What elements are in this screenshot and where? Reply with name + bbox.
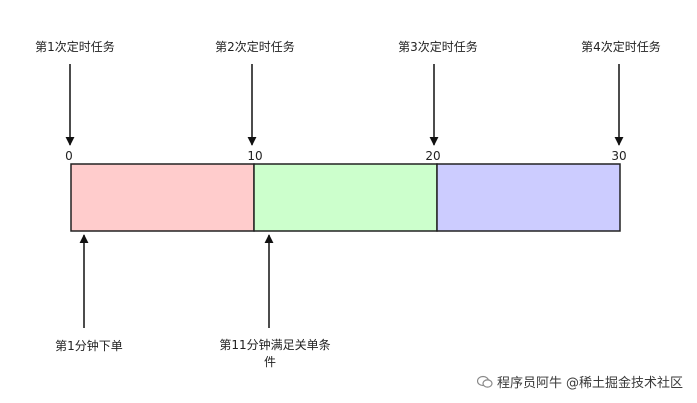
- event-label-close-line2: 件: [264, 355, 276, 369]
- timeline-segment-20-30: [436, 163, 621, 232]
- watermark: 程序员阿牛 @稀土掘金技术社区: [476, 372, 683, 391]
- tick-label-30: 30: [611, 149, 626, 163]
- tick-label-20: 20: [425, 149, 440, 163]
- task-label-2: 第2次定时任务: [215, 39, 295, 54]
- watermark-author: 程序员阿牛: [496, 376, 562, 391]
- event-label-close-line1: 第11分钟满足关单条: [219, 337, 330, 352]
- timeline-segment-0-10: [70, 163, 255, 232]
- task-label-3: 第3次定时任务: [398, 39, 478, 54]
- task-label-4: 第4次定时任务: [581, 39, 661, 54]
- watermark-community: @稀土掘金技术社区: [565, 376, 683, 391]
- event-label-order: 第1分钟下单: [55, 338, 123, 353]
- wechat-icon: [476, 375, 493, 388]
- tick-label-0: 0: [65, 149, 73, 163]
- task-label-1: 第1次定时任务: [35, 39, 115, 54]
- tick-label-10: 10: [247, 149, 262, 163]
- timeline-segment-10-20: [253, 163, 438, 232]
